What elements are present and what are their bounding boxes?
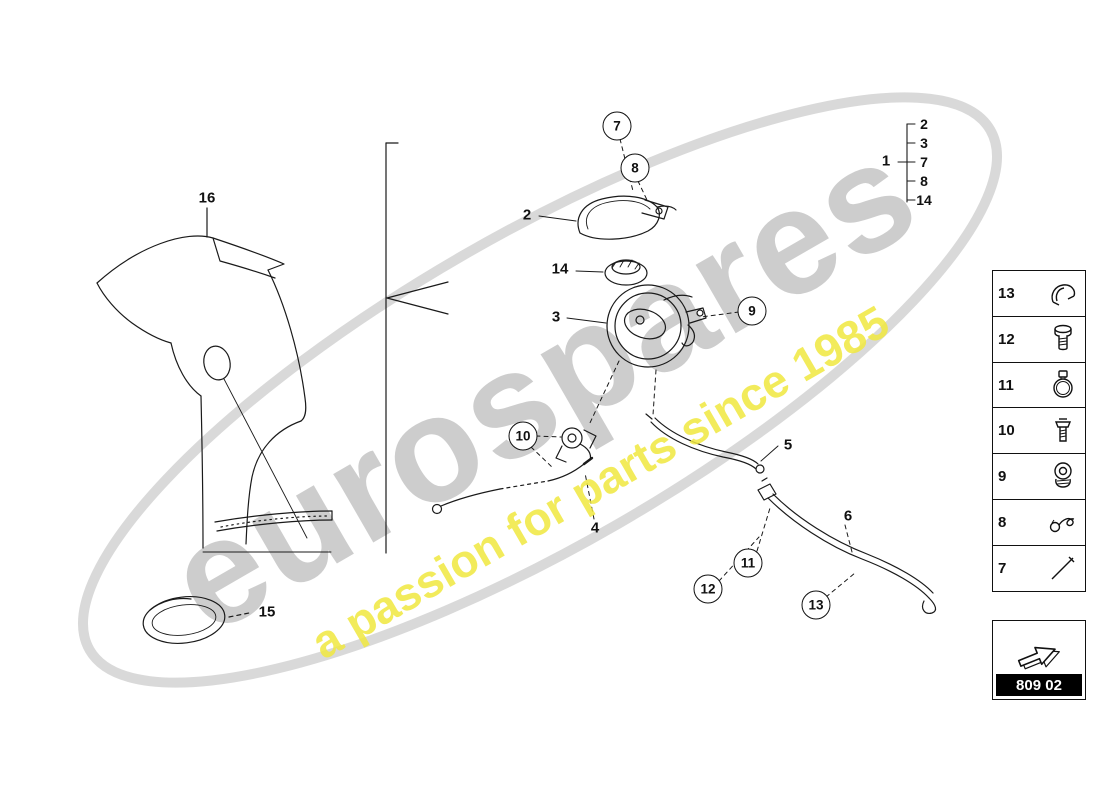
- part-label-4[interactable]: 4: [590, 519, 600, 537]
- part-label-3[interactable]: 3: [551, 308, 561, 326]
- retaining-clip-icon: [1046, 277, 1080, 311]
- fuel-flap-cover-drawing: [142, 596, 250, 644]
- screw-icon: [1046, 414, 1080, 448]
- callout-8[interactable]: 8: [620, 153, 650, 183]
- diagram-code: 809 02: [996, 674, 1082, 696]
- part-thumb-number: 9: [998, 468, 1007, 486]
- part-label-15[interactable]: 15: [258, 603, 276, 621]
- part-thumb-13[interactable]: 13: [992, 270, 1086, 317]
- part-thumb-8[interactable]: 8: [992, 499, 1086, 547]
- group-item-3[interactable]: 3: [920, 135, 928, 151]
- group-item-8[interactable]: 8: [920, 173, 928, 189]
- callout-10[interactable]: 10: [508, 421, 538, 451]
- part-thumb-11[interactable]: 11: [992, 361, 1086, 409]
- group-item-14[interactable]: 14: [916, 192, 932, 208]
- cap-drawing: [604, 259, 648, 286]
- part-thumb-7[interactable]: 7: [992, 544, 1086, 592]
- part-thumb-number: 11: [998, 376, 1014, 394]
- callout-13[interactable]: 13: [801, 590, 831, 620]
- release-cable-drawing: [431, 456, 594, 515]
- bolt-icon: [1046, 322, 1080, 356]
- part-label-16[interactable]: 16: [198, 189, 216, 207]
- part-thumb-number: 8: [998, 514, 1007, 532]
- part-thumb-9[interactable]: 9: [992, 453, 1086, 501]
- fastener-sidebar: 13 12 11: [992, 270, 1086, 592]
- breather-tube-drawing: [645, 413, 765, 474]
- latch-drawing: [555, 427, 597, 463]
- part-thumb-number: 12: [998, 330, 1015, 348]
- diagram-code-box[interactable]: 809 02: [992, 620, 1086, 700]
- filler-housing-drawing: [606, 284, 707, 368]
- arrow-icon: [1006, 627, 1074, 677]
- leader-lines-dashed: [530, 138, 856, 598]
- callout-7[interactable]: 7: [602, 111, 632, 141]
- part-label-5[interactable]: 5: [783, 436, 793, 454]
- sealing-plug-icon: [1046, 460, 1080, 494]
- leader-lines-solid: [538, 215, 779, 462]
- hose-clamp-icon: [1046, 368, 1080, 402]
- quarter-panel-drawing: [96, 207, 333, 553]
- assembly-pointer: [385, 142, 449, 554]
- part-thumb-number: 7: [998, 559, 1007, 577]
- group-label-1[interactable]: 1: [881, 152, 891, 170]
- group-item-2[interactable]: 2: [920, 116, 928, 132]
- part-label-2[interactable]: 2: [522, 206, 532, 224]
- flap-lid-drawing: [577, 195, 677, 240]
- release-cable-icon: [1046, 506, 1080, 540]
- part-thumb-number: 13: [998, 285, 1015, 302]
- part-thumb-10[interactable]: 10: [992, 407, 1086, 455]
- pin-icon: [1046, 551, 1080, 585]
- drain-hose-drawing: [757, 477, 937, 614]
- part-label-6[interactable]: 6: [843, 507, 853, 525]
- group-bracket-lines: [897, 123, 916, 203]
- group-item-7[interactable]: 7: [920, 154, 928, 170]
- part-thumb-12[interactable]: 12: [992, 315, 1086, 363]
- callout-9[interactable]: 9: [737, 296, 767, 326]
- part-label-14[interactable]: 14: [551, 260, 569, 278]
- callout-12[interactable]: 12: [693, 574, 723, 604]
- callout-11[interactable]: 11: [733, 548, 763, 578]
- part-thumb-number: 10: [998, 422, 1015, 440]
